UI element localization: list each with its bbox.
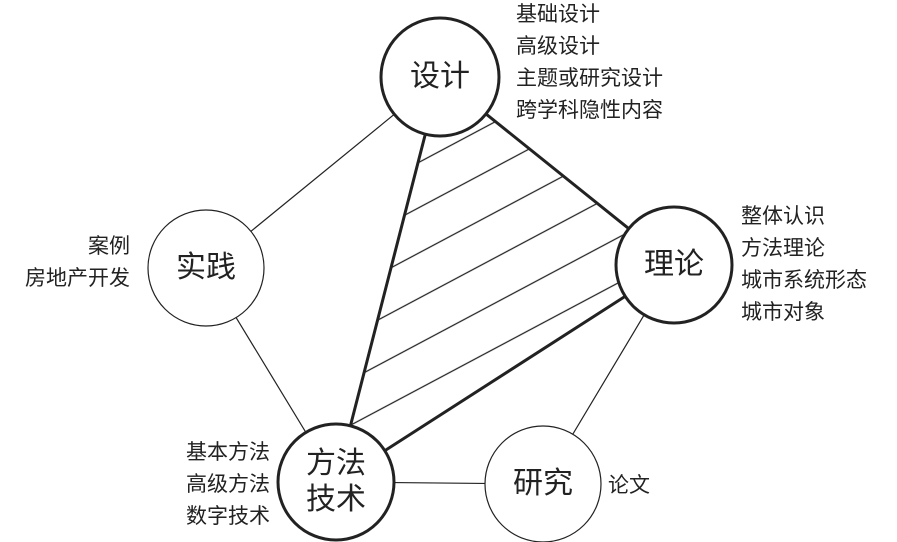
- annotation: 整体认识: [741, 204, 825, 228]
- node-method-circle[interactable]: [276, 422, 396, 542]
- annotation: 高级设计: [516, 34, 600, 58]
- hatched-core-triangle: [333, 74, 677, 486]
- node-theory-circle[interactable]: [614, 205, 734, 325]
- node-design-circle[interactable]: [379, 16, 501, 138]
- practice-annotations: 案例 房地产开发: [25, 230, 130, 294]
- annotation: 基础设计: [516, 2, 600, 26]
- annotation: 高级方法: [186, 472, 270, 496]
- annotation: 房地产开发: [25, 266, 130, 290]
- annotation: 城市系统形态: [741, 268, 867, 292]
- annotation: 论文: [608, 473, 650, 497]
- annotation: 基本方法: [186, 440, 270, 464]
- annotation: 主题或研究设计: [516, 66, 663, 90]
- research-annotations: 论文: [608, 469, 650, 501]
- node-design-label: 设计: [410, 59, 470, 94]
- node-method-label-line1: 方法: [306, 446, 366, 481]
- annotation: 方法理论: [741, 236, 825, 260]
- node-method-label: 方法 技术: [306, 446, 366, 518]
- node-research-circle[interactable]: [484, 425, 602, 542]
- annotation: 跨学科隐性内容: [516, 98, 663, 122]
- method-annotations: 基本方法 高级方法 数字技术: [186, 436, 270, 532]
- annotation: 城市对象: [741, 300, 825, 324]
- node-practice-label: 实践: [176, 250, 236, 285]
- design-annotations: 基础设计 高级设计 主题或研究设计 跨学科隐性内容: [516, 0, 663, 126]
- node-theory-label: 理论: [644, 247, 704, 282]
- node-method-label-line2: 技术: [306, 482, 366, 517]
- annotation: 数字技术: [186, 504, 270, 528]
- node-practice-circle[interactable]: [147, 209, 265, 327]
- node-research-label: 研究: [513, 466, 573, 501]
- annotation: 案例: [88, 234, 130, 258]
- theory-annotations: 整体认识 方法理论 城市系统形态 城市对象: [741, 200, 867, 328]
